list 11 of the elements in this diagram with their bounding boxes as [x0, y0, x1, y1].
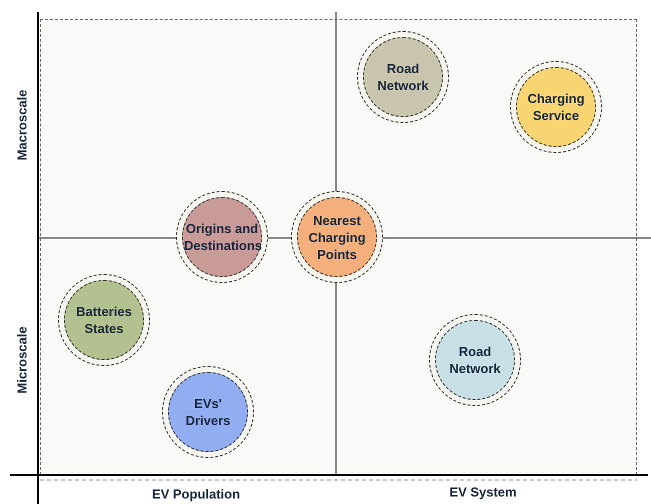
node-label: Road Network: [376, 60, 430, 94]
node-label: Charging Service: [526, 90, 586, 124]
node-label: Road Network: [448, 343, 502, 377]
axis-label: EV Population: [152, 486, 240, 502]
axis-label: Macroscale: [14, 90, 30, 160]
node-label: Origins and Destinations: [184, 220, 260, 254]
axis-label: Microscale: [14, 326, 30, 394]
axis-label: EV System: [449, 484, 517, 500]
node-label: Nearest Charging Points: [307, 212, 367, 262]
node-label: EVs' Drivers: [184, 395, 232, 429]
node-label: Batteries States: [75, 303, 133, 337]
